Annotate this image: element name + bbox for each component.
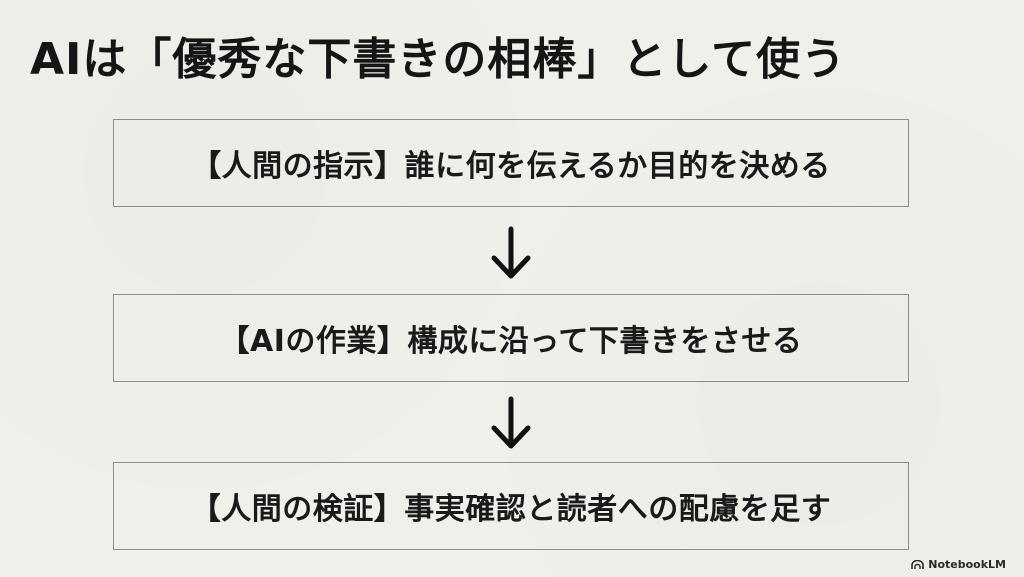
arrow-down-icon [491, 226, 531, 279]
step-label: 【AIの作業】構成に沿って下書きをさせる [219, 324, 803, 359]
notebooklm-logo-icon [911, 559, 925, 569]
step-box-ai-work: 【AIの作業】構成に沿って下書きをさせる [113, 294, 909, 382]
step-box-human-verification: 【人間の検証】事実確認と読者への配慮を足す [113, 462, 909, 550]
brand-watermark: NotebookLM [911, 558, 1006, 571]
step-label: 【人間の検証】事実確認と読者への配慮を足す [190, 492, 832, 527]
brand-label: NotebookLM [928, 558, 1006, 571]
arrow-down-icon [491, 396, 531, 449]
slide-title: AIは「優秀な下書きの相棒」として使う [30, 34, 847, 85]
step-label: 【人間の指示】誰に何を伝えるか目的を決める [191, 149, 831, 184]
step-box-human-instruction: 【人間の指示】誰に何を伝えるか目的を決める [113, 119, 909, 207]
